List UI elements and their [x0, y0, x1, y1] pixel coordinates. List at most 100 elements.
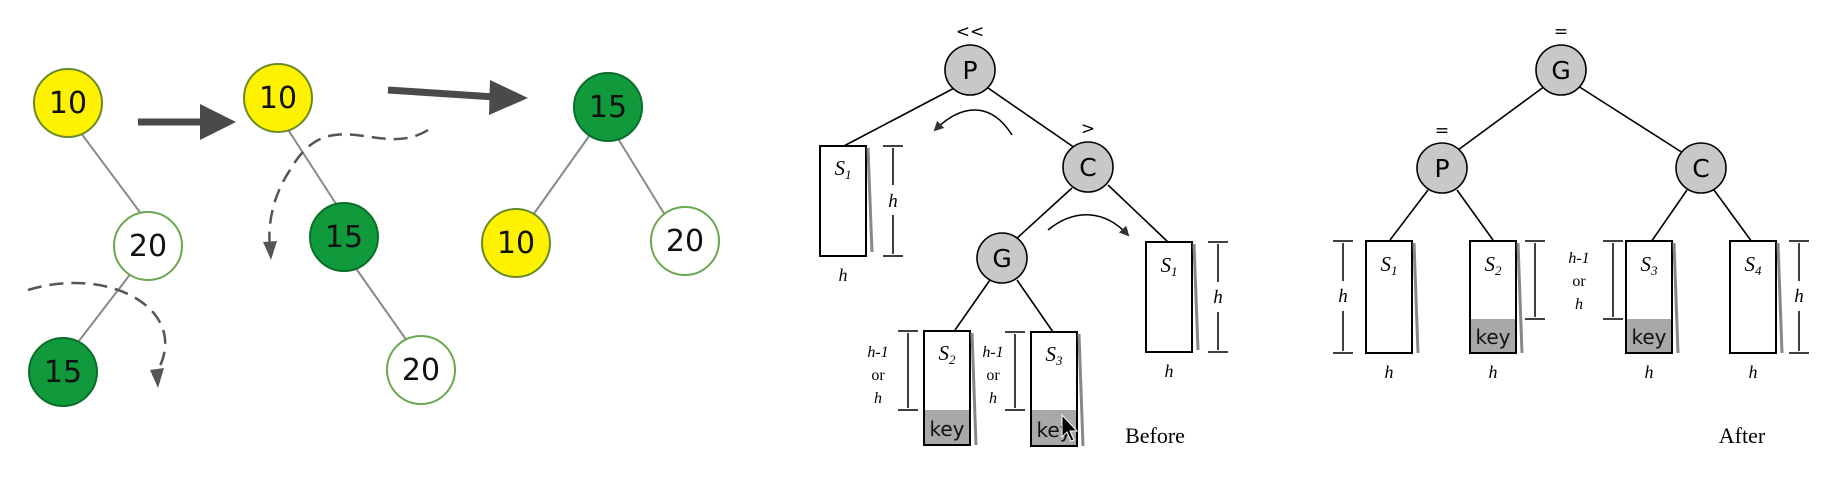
subtree-s1-left: S1 h	[819, 145, 874, 285]
node-p-after: P	[1416, 142, 1468, 194]
step-arrow-2	[387, 80, 528, 115]
node-label: 10	[49, 86, 87, 121]
edge	[1016, 279, 1054, 333]
node-p-before: P	[944, 44, 996, 96]
edge	[349, 259, 413, 349]
dimension-or: or	[871, 367, 885, 384]
node-15-step2: 15	[309, 202, 379, 272]
height-label: h	[1489, 362, 1498, 382]
subtree-label: S1	[1161, 253, 1178, 279]
node-label: 10	[497, 226, 535, 261]
node-10-step3: 10	[481, 208, 551, 278]
node-g-after: G	[1535, 44, 1587, 96]
node-label: G	[992, 244, 1011, 273]
subtree-label: S3	[1641, 252, 1659, 278]
subtree-label: S4	[1745, 252, 1763, 278]
subtree-label: S2	[939, 341, 957, 367]
edge	[1457, 85, 1546, 151]
dimension-label: h	[874, 390, 882, 407]
dimension-s4-after: h	[1789, 240, 1809, 354]
step-arrow-1	[138, 104, 236, 140]
edge	[1107, 184, 1169, 243]
edge	[613, 131, 669, 221]
dashed-rotate-arrow	[27, 281, 167, 371]
height-label: h	[1385, 362, 1394, 382]
subtree-label: S3	[1046, 342, 1064, 368]
node-label: P	[962, 56, 977, 85]
node-label: C	[1079, 153, 1096, 182]
dimension-s1-after: h	[1333, 240, 1353, 354]
edge	[1713, 189, 1753, 243]
balance-mark-p: <<	[956, 22, 985, 42]
edge	[1389, 189, 1429, 241]
balance-mark-g: =	[1554, 22, 1568, 42]
node-label: 20	[666, 224, 704, 259]
node-label: G	[1551, 56, 1570, 85]
rotate-left-arrow	[933, 109, 1013, 136]
node-15-step3: 15	[573, 72, 643, 142]
edge	[74, 124, 149, 224]
dimension-label: h	[1213, 287, 1223, 308]
node-label: 20	[402, 353, 440, 388]
left-rotation-panel: 10 20 15 10 15 20	[27, 63, 720, 407]
dimension-s2-after	[1525, 240, 1545, 320]
node-label: 15	[589, 90, 627, 125]
node-label: 20	[129, 229, 167, 264]
edge	[987, 87, 1076, 149]
rotate-right-arrow	[1047, 214, 1130, 237]
dashed-rotate-arrow	[268, 128, 429, 249]
balance-mark-p: =	[1435, 121, 1449, 141]
dimension-label: h	[888, 191, 898, 212]
key-label: key	[1631, 325, 1666, 349]
subtree-label: S1	[835, 156, 852, 182]
node-label: C	[1692, 154, 1709, 183]
node-label: 15	[44, 355, 82, 390]
dimension-label: h	[1575, 296, 1583, 313]
mouse-cursor-icon	[1061, 413, 1079, 442]
after-caption: After	[1719, 423, 1766, 448]
before-panel: << > P C G S1 h h	[819, 22, 1228, 448]
key-label: key	[1475, 325, 1510, 349]
edge	[1014, 187, 1073, 241]
dimension-s1-right: h	[1208, 241, 1228, 353]
subtree-s1-after: S1 h	[1365, 240, 1420, 382]
edge	[1650, 189, 1688, 243]
node-10-step2: 10	[243, 63, 313, 133]
node-label: P	[1434, 154, 1449, 183]
node-c-after: C	[1675, 142, 1727, 194]
arrowhead	[263, 241, 277, 260]
after-panel: = = G P C S1 h h	[1333, 22, 1809, 448]
before-caption: Before	[1125, 423, 1185, 448]
dimension-s1-left: h	[883, 145, 903, 257]
node-20-step3: 20	[650, 206, 720, 276]
height-label: h	[1645, 362, 1654, 382]
node-label: 10	[259, 81, 297, 116]
edge	[954, 279, 991, 331]
edge	[527, 131, 593, 223]
subtree-s4-after: S4 h	[1729, 240, 1784, 382]
subtree-label: S2	[1485, 252, 1503, 278]
dimension-or: or	[986, 367, 1000, 384]
height-label: h	[1749, 362, 1758, 382]
balance-mark-c: >	[1081, 119, 1095, 139]
dimension-label: h	[989, 390, 997, 407]
dimension-label: h	[1794, 286, 1804, 307]
dimension-label: h-1	[1568, 250, 1589, 267]
node-g-before: G	[976, 232, 1028, 284]
dimension-s2-before: h-1 or h	[867, 330, 918, 411]
edge	[71, 267, 136, 351]
node-label: 15	[325, 220, 363, 255]
height-label: h	[839, 265, 848, 285]
dimension-s3-before: h-1 or h	[982, 331, 1025, 411]
subtree-s2-before: S2 key	[923, 330, 978, 446]
dimension-label: h	[1338, 286, 1348, 307]
node-15-step1: 15	[28, 337, 98, 407]
height-label: h	[1165, 361, 1174, 381]
edge	[841, 84, 961, 148]
arrowhead	[150, 368, 164, 388]
key-label: key	[929, 417, 964, 441]
subtree-s1-right: S1 h	[1145, 241, 1200, 381]
subtree-label: S1	[1381, 252, 1398, 278]
node-c-before: C	[1062, 141, 1114, 193]
